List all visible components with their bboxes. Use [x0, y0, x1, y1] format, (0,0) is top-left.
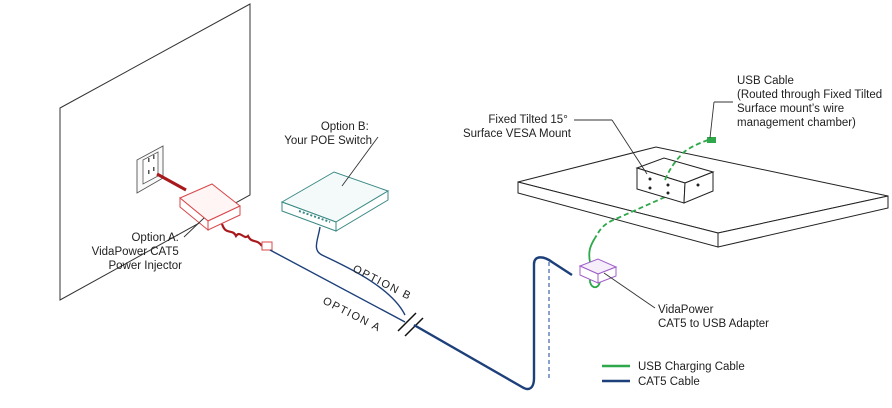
table	[517, 146, 889, 248]
cable-break-mark	[397, 312, 424, 337]
legend: USB Charging Cable CAT5 Cable	[602, 361, 745, 388]
label-usb-cable: USB Cable (Routed through Fixed Tilted S…	[737, 75, 885, 129]
power-injector-icon	[179, 183, 241, 232]
cat5-option-b	[315, 226, 406, 316]
label-option-a-path: OPTION A	[321, 295, 383, 335]
legend-usb-label: USB Charging Cable	[638, 361, 745, 373]
wall-outlet-icon	[136, 145, 164, 194]
injector-coil-cable	[220, 223, 263, 247]
legend-cat5-label: CAT5 Cable	[638, 376, 700, 388]
label-vesa-mount: Fixed Tilted 15° Surface VESA Mount	[463, 114, 572, 140]
label-option-b-switch: Option B: Your POE Switch	[284, 121, 372, 147]
rj45-plug-icon	[261, 241, 273, 251]
cat5-main-run	[413, 256, 573, 391]
power-cord	[156, 172, 187, 192]
usb-adapter-icon	[578, 258, 618, 284]
usb-cable-solid	[588, 237, 603, 289]
label-option-b-path: OPTION B	[351, 263, 414, 303]
usb-cable-hidden	[594, 196, 666, 239]
label-option-a-injector: Option A: VidaPower CAT5 Power Injector	[92, 232, 183, 272]
usb-cable-upper	[664, 139, 709, 181]
usb-plug-icon	[707, 137, 716, 143]
cat5-option-a	[269, 249, 406, 323]
network-switch-icon	[280, 171, 390, 232]
vesa-mount-icon	[635, 157, 715, 204]
leader-lines	[183, 101, 733, 309]
label-usb-adapter: VidaPower CAT5 to USB Adapter	[658, 304, 769, 330]
